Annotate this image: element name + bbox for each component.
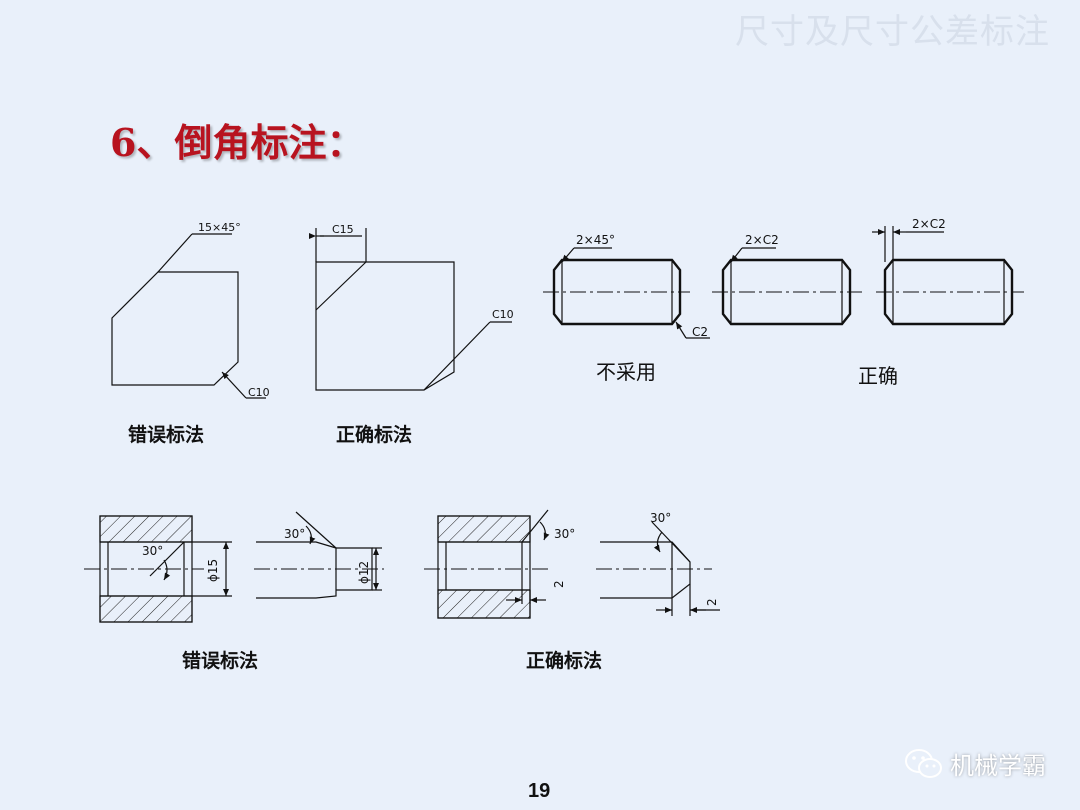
dim-c10-wrong: C10 [248,386,270,399]
wrong-bore-section [84,515,232,623]
dim-c10-correct: C10 [492,308,514,321]
dim-phi15: ϕ15 [206,559,220,582]
slide-title: 6、倒角标注： [110,120,365,165]
correct-chamfer-block [309,228,512,391]
shaft-2 [712,247,862,326]
dim-c15: C15 [332,223,354,236]
dim-c2: C2 [692,325,708,339]
watermark: 机械学霸 [904,746,1046,781]
angle-30-b: 30° [284,527,305,541]
caption-correct-top: 正确标法 [336,424,413,446]
angle-30-a: 30° [142,544,163,558]
label-correct: 正确 [858,364,898,388]
caption-correct-bottom: 正确标法 [526,650,603,672]
caption-wrong-bottom: 错误标法 [182,650,259,672]
page-number: 19 [528,780,551,802]
watermark-text: 机械学霸 [950,752,1046,780]
dim-2-b: 2 [705,598,719,606]
angle-30-c: 30° [554,527,575,541]
wrong-chamfer-block [111,233,266,399]
correct-shaft-end [596,521,720,616]
dim-2-a: 2 [552,580,566,588]
dim-phi12: ϕ12 [357,561,371,584]
label-not-used: 不采用 [596,360,656,384]
correct-bore-section [424,509,550,619]
dim-15x45: 15×45° [198,221,241,234]
wechat-icon [905,748,942,778]
dim-2x45: 2×45° [576,233,615,247]
shaft-1 [543,247,710,339]
caption-wrong-top: 错误标法 [128,424,205,446]
wrong-shaft-end [254,511,384,599]
dim-2xc2-b: 2×C2 [912,217,946,231]
angle-30-d: 30° [650,511,671,525]
shaft-3 [872,226,1024,326]
dim-2xc2-a: 2×C2 [745,233,779,247]
header-title: 尺寸及尺寸公差标注 [735,12,1050,52]
